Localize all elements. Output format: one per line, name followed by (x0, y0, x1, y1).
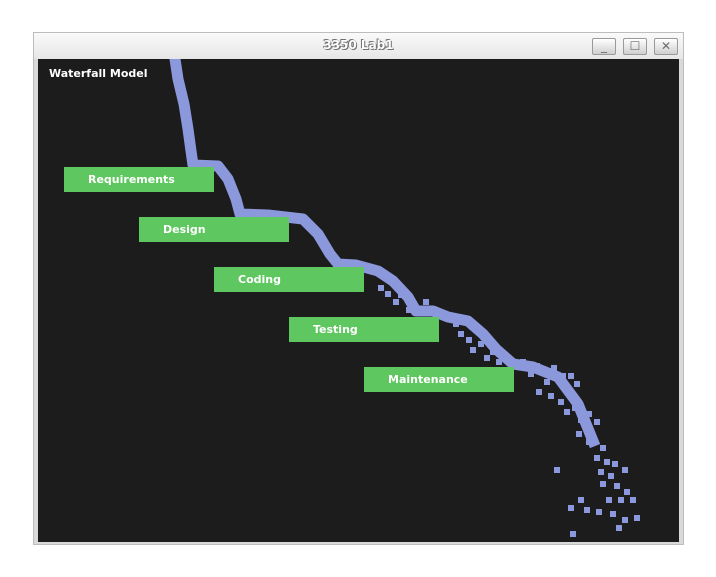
stage-coding: Coding (214, 267, 364, 292)
stage-requirements: Requirements (64, 167, 214, 192)
app-window: 3350 Lab1 _ ☐ ✕ (33, 32, 684, 545)
window-title: 3350 Lab1 (323, 38, 394, 52)
close-button[interactable]: ✕ (654, 38, 678, 55)
title-bar[interactable]: 3350 Lab1 _ ☐ ✕ (34, 33, 683, 59)
stage-maintenance: Maintenance (364, 367, 514, 392)
stage-testing: Testing (289, 317, 439, 342)
minimize-button[interactable]: _ (592, 38, 616, 55)
simulation-canvas: Waterfall Model Requirements Design Codi… (38, 59, 679, 542)
water-particles (169, 59, 640, 537)
canvas-title: Waterfall Model (49, 67, 148, 80)
stage-design: Design (139, 217, 289, 242)
maximize-button[interactable]: ☐ (623, 38, 647, 55)
